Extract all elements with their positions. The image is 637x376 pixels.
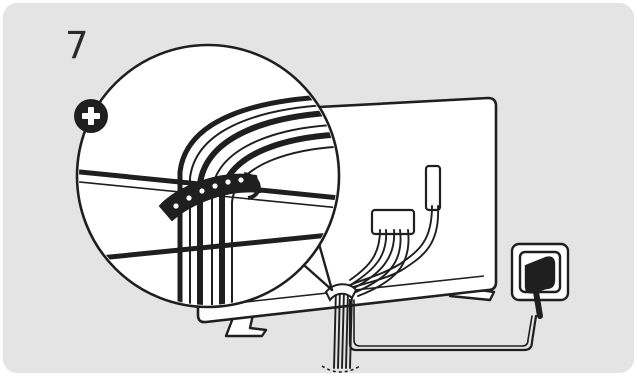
bundle-line-2 (337, 287, 341, 369)
cable-4 (357, 229, 410, 297)
bundle-line-1 (333, 287, 337, 369)
cable-3b (355, 229, 402, 293)
bundle-line-3 (341, 289, 345, 369)
bundle-line-4 (345, 289, 349, 369)
cable-tie-icon (158, 172, 262, 222)
tv-bottom-stripe (79, 229, 337, 265)
cable-1 (347, 205, 433, 287)
port-box-lower (370, 208, 416, 236)
step-number: 7 (65, 24, 90, 67)
port-box-upper (424, 164, 442, 212)
plus-circle-icon (74, 99, 108, 133)
cables (333, 205, 538, 369)
cable-tie-small (324, 283, 358, 302)
zoom-callout (75, 43, 341, 309)
floor-exit-dashes (321, 365, 361, 373)
cable-3 (353, 229, 395, 289)
wall-outlet-icon (510, 242, 570, 319)
power-plug-icon (524, 256, 556, 319)
cable-2b (351, 229, 388, 285)
power-cord-inner (353, 299, 533, 347)
cable-1b (349, 205, 440, 289)
power-cord (348, 298, 538, 352)
cable-2 (349, 229, 381, 281)
connector-ports (370, 164, 442, 236)
